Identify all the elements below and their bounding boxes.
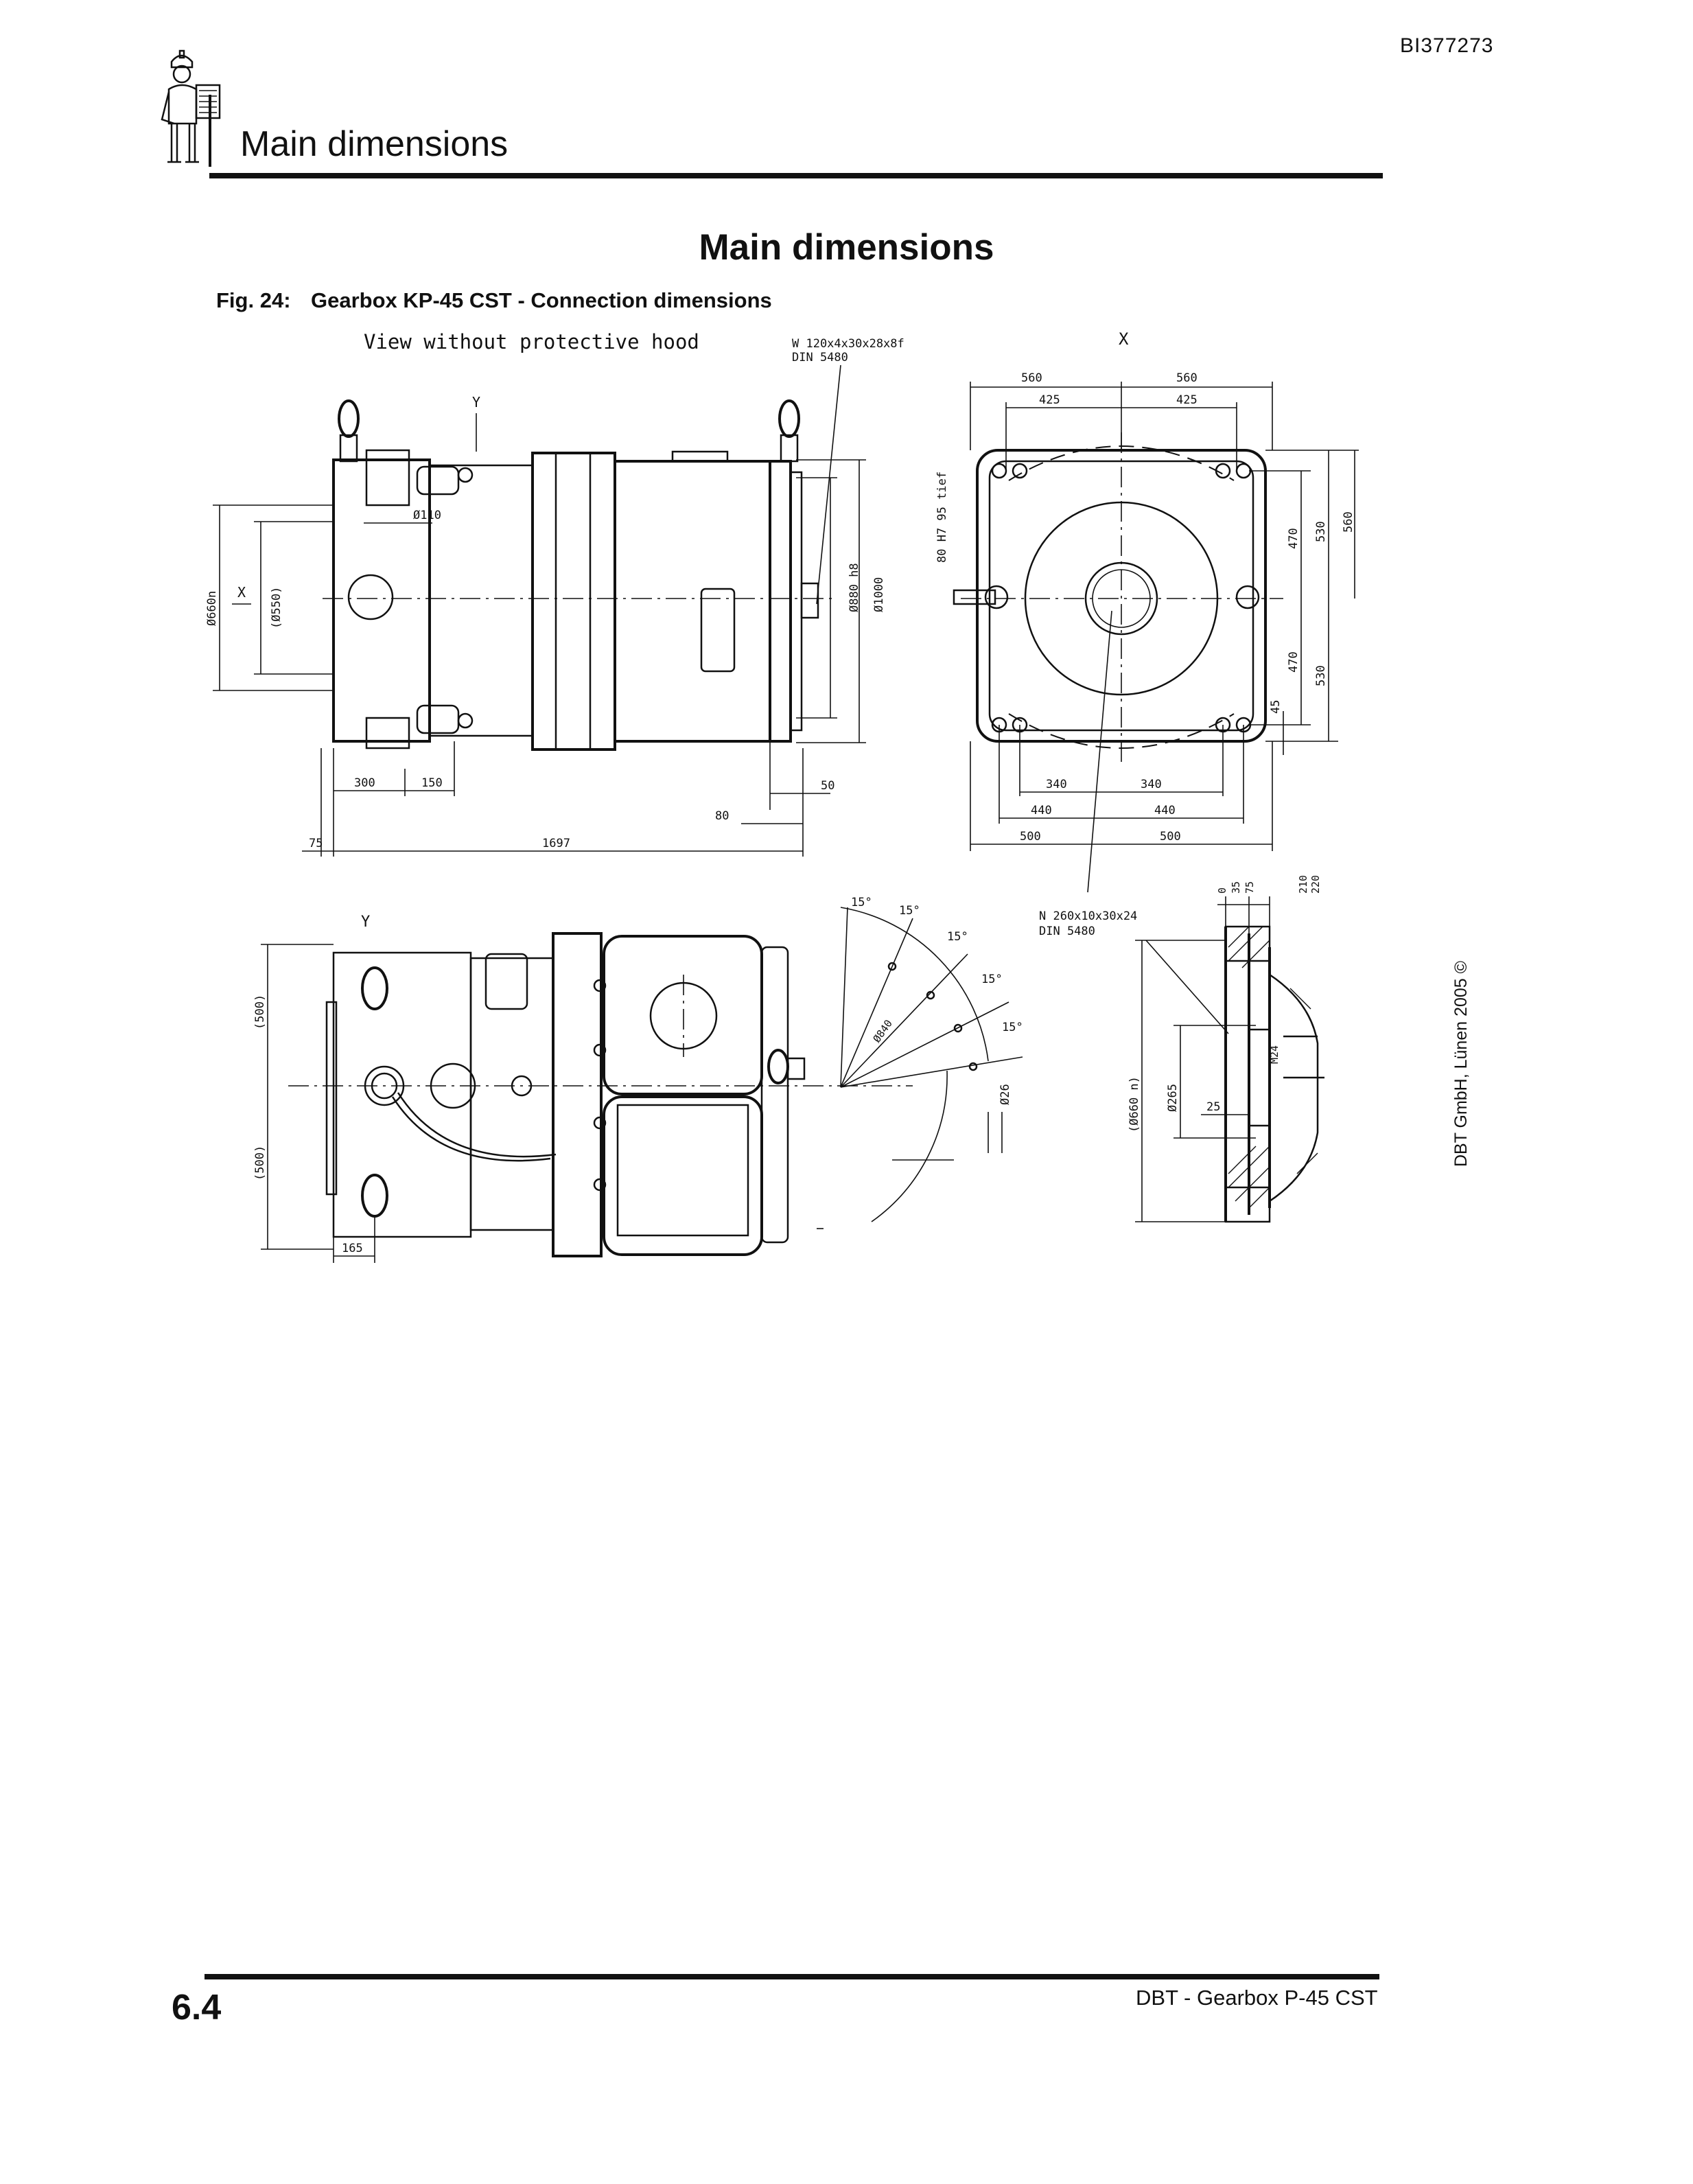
side-view-note: View without protective hood bbox=[364, 330, 699, 353]
shaft-spec-n-line1: N 260x10x30x24 bbox=[1039, 909, 1137, 923]
dim-h530-top: 530 bbox=[1314, 521, 1328, 542]
dim-t220: 220 bbox=[1309, 875, 1322, 894]
dim-d1000: Ø1000 bbox=[872, 577, 886, 612]
copyright-note: DBT GmbH, Lünen 2005 © bbox=[1451, 960, 1471, 1167]
shaft-spec-w-line1: W 120x4x30x28x8f bbox=[792, 337, 904, 351]
leader-line-n bbox=[1087, 610, 1112, 893]
gearbox-housing bbox=[614, 460, 771, 743]
dim-d110: Ø110 bbox=[413, 509, 441, 522]
dim-l25: 25 bbox=[1206, 1100, 1220, 1114]
dim-w560-left: 560 bbox=[1021, 371, 1042, 385]
dim-w440-right: 440 bbox=[1154, 804, 1176, 817]
technical-drawing: View without protective hood W 120x4x30x… bbox=[205, 329, 1359, 1263]
output-flange bbox=[769, 460, 792, 743]
dim-l150: 150 bbox=[421, 776, 443, 790]
lifting-eye-left bbox=[338, 399, 360, 438]
output-shaft bbox=[800, 582, 819, 619]
dim-angle-15-a: 15° bbox=[851, 896, 872, 909]
ring-gear-housing bbox=[531, 452, 616, 751]
dim-w165: 165 bbox=[342, 1242, 363, 1255]
dim-t35: 35 bbox=[1230, 881, 1242, 894]
dim-d880: Ø880 h8 bbox=[848, 563, 861, 612]
dim-w425-left: 425 bbox=[1039, 393, 1060, 407]
dim-l75: 75 bbox=[309, 837, 323, 850]
lifting-eye-stem-right bbox=[780, 434, 799, 463]
dim-depth: 80 H7 95 tief bbox=[935, 472, 949, 563]
dim-w340-left: 340 bbox=[1046, 778, 1067, 791]
top-view: Y (500) (500) 165 bbox=[253, 896, 1023, 1263]
dim-l50: 50 bbox=[821, 779, 834, 793]
page-heading: Main dimensions bbox=[699, 227, 994, 268]
adapter-housing bbox=[428, 464, 534, 737]
dim-angle-15-b: 15° bbox=[899, 904, 920, 918]
dim-d265: Ø265 bbox=[1166, 1084, 1180, 1112]
page-number: 6.4 bbox=[172, 1988, 222, 2028]
technician-with-clipboard-icon bbox=[161, 49, 221, 167]
dim-h470-top: 470 bbox=[1287, 528, 1300, 549]
section-view: N 260x10x30x24 DIN 5480 0 35 75 210 220 … bbox=[1039, 875, 1324, 1223]
footer-rule bbox=[205, 1974, 1379, 1979]
dim-angle-15-e: 15° bbox=[1002, 1021, 1023, 1034]
dim-t0: 0 bbox=[1216, 887, 1228, 894]
leader-line bbox=[816, 364, 841, 605]
header-rule bbox=[209, 173, 1383, 178]
dim-h500-top: (500) bbox=[253, 995, 267, 1030]
motor-port bbox=[347, 574, 394, 620]
shaft-spec-n-line2: DIN 5480 bbox=[1039, 925, 1095, 938]
view-x-title: X bbox=[1119, 329, 1129, 349]
gear-chamber-upper bbox=[603, 935, 763, 1095]
dim-angle-15-d: 15° bbox=[981, 973, 1003, 986]
dim-w425-right: 425 bbox=[1176, 393, 1198, 407]
dim-w500-left: 500 bbox=[1020, 830, 1041, 844]
dim-h470-bottom: 470 bbox=[1287, 651, 1300, 673]
figure-caption: Fig. 24: Gearbox KP-45 CST - Connection d… bbox=[216, 288, 772, 313]
dim-m24: M24 bbox=[1268, 1045, 1281, 1064]
dim-w500-right: 500 bbox=[1160, 830, 1181, 844]
dim-l300: 300 bbox=[354, 776, 375, 790]
dim-d660: Ø660n bbox=[205, 591, 219, 626]
view-x-marker: X bbox=[237, 584, 246, 601]
gear-chamber-lower bbox=[603, 1095, 763, 1256]
dim-h500-bottom: (500) bbox=[253, 1146, 267, 1181]
dim-w340-right: 340 bbox=[1141, 778, 1162, 791]
lifting-eye-right bbox=[778, 399, 800, 438]
footer-doc-title: DBT - Gearbox P-45 CST bbox=[1136, 1986, 1378, 2010]
dim-h45: 45 bbox=[1269, 700, 1283, 714]
dim-w560-right: 560 bbox=[1176, 371, 1198, 385]
dim-t75: 75 bbox=[1244, 881, 1256, 894]
side-view: View without protective hood W 120x4x30x… bbox=[205, 330, 904, 857]
lifting-eye-stem-left bbox=[339, 434, 358, 463]
dim-d550: (Ø550) bbox=[270, 587, 283, 629]
dim-h560: 560 bbox=[1342, 511, 1355, 533]
view-y-marker: Y bbox=[472, 394, 480, 410]
view-y-title: Y bbox=[361, 914, 370, 931]
dim-h530-bottom: 530 bbox=[1314, 665, 1328, 686]
section-title: Main dimensions bbox=[240, 124, 509, 164]
figure-caption-text: Gearbox KP-45 CST - Connection dimension… bbox=[311, 288, 772, 312]
dim-l1697: 1697 bbox=[542, 837, 570, 850]
dim-d840: Ø840 bbox=[871, 1017, 895, 1045]
dim-d660-section: (Ø660 n) bbox=[1128, 1076, 1141, 1132]
document-id: BI377273 bbox=[1400, 34, 1494, 57]
dim-t210: 210 bbox=[1297, 875, 1309, 894]
dim-l80: 80 bbox=[715, 809, 729, 823]
motor-flange bbox=[332, 458, 431, 743]
dim-w440-left: 440 bbox=[1031, 804, 1052, 817]
figure-number: Fig. 24: bbox=[216, 288, 291, 312]
shaft-spec-w-line2: DIN 5480 bbox=[792, 351, 848, 364]
front-view: X 560 560 425 425 bbox=[935, 329, 1359, 893]
ring-housing-top bbox=[552, 932, 603, 1257]
dim-angle-15-c: 15° bbox=[947, 930, 968, 944]
dim-d26: Ø26 bbox=[999, 1084, 1012, 1105]
